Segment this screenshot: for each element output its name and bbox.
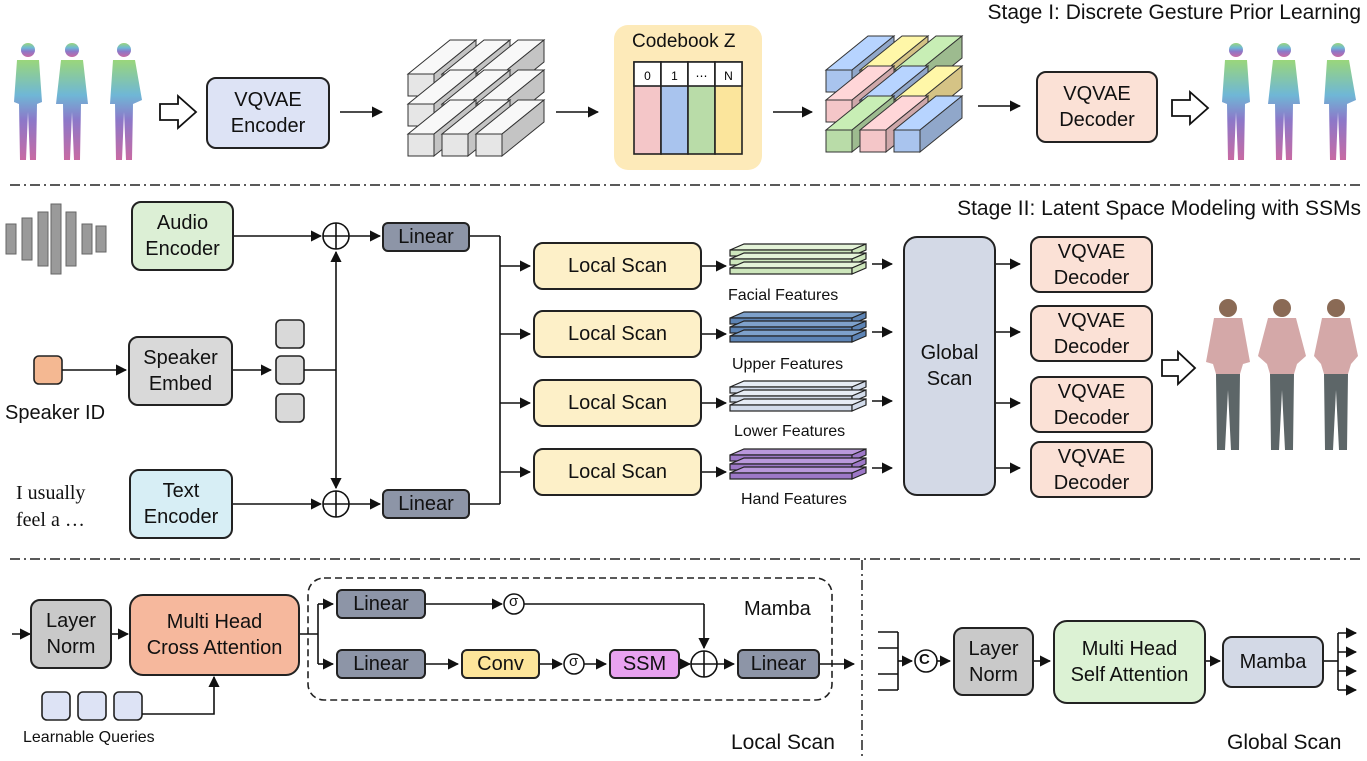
linear-box-top: Linear bbox=[382, 222, 470, 252]
linear-box-mamba-right: Linear bbox=[737, 649, 820, 679]
output-motion-figures bbox=[1222, 43, 1356, 160]
codebook-entries: 0 1 ⋯ N bbox=[633, 61, 743, 155]
latent-cell-gray bbox=[474, 98, 546, 158]
codebook-vector: N bbox=[714, 61, 743, 155]
add-circle-bottom bbox=[322, 490, 350, 518]
vqvae-encoder-box: VQVAE Encoder bbox=[206, 77, 330, 149]
input-motion-figures bbox=[14, 43, 142, 160]
sigma-label-top: σ bbox=[509, 593, 519, 610]
linear-box-mamba-left: Linear bbox=[336, 649, 426, 679]
layer-norm-box-local: Layer Norm bbox=[30, 599, 112, 669]
mamba-label: Mamba bbox=[744, 598, 811, 620]
global-input-lines bbox=[878, 631, 899, 691]
feature-slab bbox=[729, 261, 867, 275]
mamba-box-global: Mamba bbox=[1222, 636, 1324, 688]
latent-cell-quantized bbox=[892, 94, 964, 154]
speaker-id-label: Speaker ID bbox=[5, 402, 106, 424]
codebook-index-label: 0 bbox=[644, 69, 651, 83]
speaker-embed-box: Speaker Embed bbox=[128, 336, 233, 406]
hollow-arrow-output bbox=[1171, 89, 1210, 127]
quantized-grid bbox=[824, 34, 964, 154]
feature-slab bbox=[729, 398, 867, 412]
feature-slab bbox=[729, 466, 867, 480]
add-circle-top bbox=[322, 222, 350, 250]
mamba-block-border bbox=[307, 577, 833, 701]
codebook-vector: 0 bbox=[633, 61, 662, 155]
text-input-label: I usually feel a … bbox=[16, 482, 86, 531]
vqvae-decoder-box-upper: VQVAE Decoder bbox=[1030, 305, 1153, 362]
self-attention-box: Multi Head Self Attention bbox=[1053, 620, 1206, 704]
hollow-arrow-avatar bbox=[1161, 349, 1197, 387]
local-scan-section-label: Local Scan bbox=[731, 731, 835, 754]
codebook-vector: 1 bbox=[660, 61, 689, 155]
feature-stacks bbox=[729, 243, 867, 480]
local-scan-box-facial: Local Scan bbox=[533, 242, 702, 290]
avatar-figures bbox=[1206, 299, 1358, 450]
linear-box-bottom: Linear bbox=[382, 489, 470, 519]
stage1-title: Stage I: Discrete Gesture Prior Learning bbox=[987, 1, 1361, 24]
codebook-index-label: ⋯ bbox=[696, 69, 708, 83]
feature-slab bbox=[729, 329, 867, 343]
codebook-vector: ⋯ bbox=[687, 61, 716, 155]
facial-features-label: Facial Features bbox=[728, 287, 839, 304]
learnable-queries-label: Learnable Queries bbox=[23, 729, 155, 746]
vqvae-decoder-box-stage1: VQVAE Decoder bbox=[1036, 71, 1158, 143]
text-encoder-box: Text Encoder bbox=[129, 469, 233, 539]
hollow-arrow-input bbox=[159, 93, 198, 131]
local-scan-box-hand: Local Scan bbox=[533, 448, 702, 496]
concat-label: C bbox=[919, 651, 930, 668]
vqvae-decoder-box-lower: VQVAE Decoder bbox=[1030, 376, 1153, 433]
sigma-label-bottom: σ bbox=[569, 653, 579, 670]
local-scan-box-upper: Local Scan bbox=[533, 310, 702, 358]
speaker-id-token bbox=[33, 355, 63, 385]
hand-features-label: Hand Features bbox=[741, 491, 847, 508]
global-scan-box: Global Scan bbox=[903, 236, 996, 496]
upper-features-label: Upper Features bbox=[732, 356, 844, 373]
local-scan-box-lower: Local Scan bbox=[533, 379, 702, 427]
codebook-index-label: N bbox=[724, 69, 733, 83]
linear-box-mamba-top: Linear bbox=[336, 589, 426, 619]
global-scan-section-label: Global Scan bbox=[1227, 731, 1342, 754]
learnable-query-tokens bbox=[41, 691, 143, 721]
lower-features-label: Lower Features bbox=[734, 423, 846, 440]
audio-waveform-icon bbox=[5, 203, 107, 275]
layer-norm-box-global: Layer Norm bbox=[953, 627, 1034, 696]
conv-box: Conv bbox=[461, 649, 540, 679]
vqvae-decoder-box-hand: VQVAE Decoder bbox=[1030, 441, 1153, 498]
speaker-embedding-tokens bbox=[275, 319, 305, 423]
ssm-box: SSM bbox=[609, 649, 680, 679]
vqvae-decoder-box-facial: VQVAE Decoder bbox=[1030, 236, 1153, 293]
codebook-title: Codebook Z bbox=[632, 31, 736, 52]
stage2-title: Stage II: Latent Space Modeling with SSM… bbox=[957, 197, 1361, 220]
codebook-index-label: 1 bbox=[671, 69, 678, 83]
cross-attention-box: Multi Head Cross Attention bbox=[129, 594, 300, 676]
latent-grid-gray bbox=[406, 38, 546, 158]
add-circle-mamba bbox=[690, 650, 718, 678]
audio-encoder-box: Audio Encoder bbox=[131, 201, 234, 271]
